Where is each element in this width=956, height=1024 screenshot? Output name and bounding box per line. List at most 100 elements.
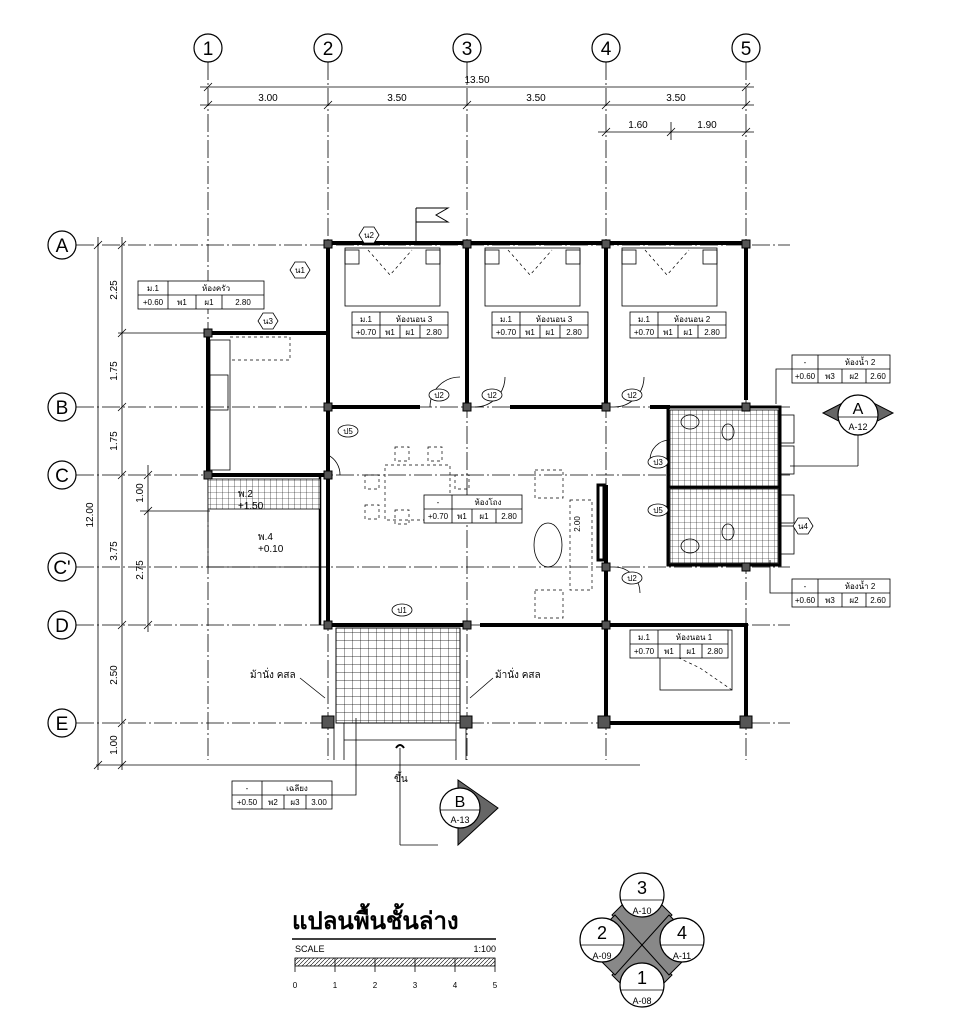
- room-ceiling: 2.80: [426, 328, 442, 337]
- room-finish-floor: พ1: [385, 328, 395, 337]
- room-finish-floor: พ1: [664, 647, 674, 656]
- grid-col-1: 1: [203, 39, 214, 60]
- grid-col-4: 4: [601, 39, 612, 60]
- room-tag-bedroom-2: ม.1 ห้องนอน 2 +0.70 พ1 ผ1 2.80: [629, 311, 727, 339]
- dim-row-5: 2.50: [109, 665, 120, 685]
- dim-row-2: 1.75: [109, 361, 120, 381]
- door-tag-p2-a: ป2: [434, 391, 444, 400]
- door-tag-p2-c: ป2: [627, 391, 637, 400]
- furniture: [209, 247, 795, 691]
- room-ceiling: 2.80: [501, 512, 517, 521]
- section-a-sheet: A-12: [848, 422, 867, 432]
- grid-bubbles-rows: A B C C' D E: [47, 230, 77, 738]
- section-marker-b: B A-13: [399, 770, 499, 847]
- dim-sub-2: 1.90: [697, 120, 717, 131]
- elev-key-4-number: 4: [677, 923, 687, 943]
- floor-note-p4-label: พ.4: [258, 532, 273, 543]
- door-tag-p3: ป3: [653, 458, 663, 467]
- room-finish-floor: พ1: [525, 328, 535, 337]
- elev-key-2-sheet: A-09: [592, 951, 611, 961]
- dim-span-2: 3.50: [387, 93, 407, 104]
- room-tag-bedroom-b: ม.1 ห้องนอน 3 +0.70 พ1 ผ1 2.80: [491, 311, 589, 339]
- room-name: ห้องนอน 2: [674, 315, 711, 324]
- grid-col-5: 5: [741, 39, 752, 60]
- room-finish-wall: ผ2: [849, 372, 859, 381]
- bench-left-label: ม้านั่ง คสล: [250, 667, 296, 681]
- scale-tick-3: 3: [413, 981, 418, 990]
- dim-row-1: 2.25: [109, 280, 120, 300]
- room-level: ม.1: [638, 633, 650, 642]
- dim-row-3: 1.75: [109, 431, 120, 451]
- scale-tick-1: 1: [333, 981, 338, 990]
- room-finish-wall: ผ3: [290, 798, 300, 807]
- grid-row-a: A: [56, 236, 69, 257]
- elev-key-4-sheet: A-11: [673, 951, 691, 961]
- room-tag-veranda: - เฉลียง +0.50 พ2 ผ3 3.00: [231, 780, 333, 810]
- title-text: แปลนพื้นชั้นล่าง: [292, 902, 459, 935]
- room-tag-bathroom-lower: - ห้องน้ำ 2 +0.60 พ3 ผ2 2.60: [791, 578, 891, 608]
- door-tag-p1: ป1: [397, 606, 407, 615]
- scale-tick-2: 2: [373, 981, 378, 990]
- room-name: ห้องนอน 1: [676, 633, 713, 642]
- stairs-up-label: ขึ้น: [394, 771, 408, 785]
- room-tag-bedroom-a: ม.1 ห้องนอน 3 +0.70 พ1 ผ1 2.80: [351, 311, 449, 339]
- grid-bubbles-columns: 1 2 3 4 5: [193, 33, 761, 63]
- dim-total-depth: 12.00: [85, 502, 96, 527]
- scale-tick-5: 5: [493, 981, 498, 990]
- room-floor-level: +0.70: [634, 647, 655, 656]
- grid-row-b: B: [56, 398, 69, 419]
- dim-span-3: 3.50: [526, 93, 546, 104]
- grid-row-c: C: [55, 466, 69, 487]
- room-name: ห้องนอน 3: [396, 315, 433, 324]
- window-tag-n1: น1: [295, 266, 305, 275]
- room-floor-level: +0.70: [356, 328, 377, 337]
- dim-200-label: 2.00: [573, 516, 582, 532]
- room-level: -: [804, 582, 807, 591]
- room-level: -: [246, 784, 249, 793]
- section-a-letter: A: [853, 401, 864, 418]
- room-tag-kitchen: ม.1 ห้องครัว +0.60 พ1 ผ1 2.80: [137, 280, 265, 310]
- room-floor-level: +0.60: [795, 596, 816, 605]
- top-dimensions: 13.50 3.00 3.50 3.50 3.50 1.60 1.90: [200, 75, 754, 140]
- elev-key-3-sheet: A-10: [632, 906, 651, 916]
- elev-key-1-number: 1: [637, 968, 647, 988]
- room-ceiling: 2.60: [870, 372, 886, 381]
- section-b-sheet: A-13: [450, 815, 469, 825]
- door-tag-p5-a: ป5: [343, 427, 353, 436]
- room-finish-floor: พ1: [177, 298, 187, 307]
- dim-row-4: 3.75: [109, 541, 120, 561]
- room-ceiling: 3.00: [311, 798, 327, 807]
- room-floor-level: +0.70: [496, 328, 517, 337]
- window-tag-n2: น2: [364, 231, 374, 240]
- room-finish-floor: พ3: [825, 596, 835, 605]
- room-finish-floor: พ1: [663, 328, 673, 337]
- drawing-title: แปลนพื้นชั้นล่าง SCALE 1:100 0 1 2 3 4 5: [292, 902, 498, 990]
- room-finish-wall: ผ2: [849, 596, 859, 605]
- room-level: -: [804, 358, 807, 367]
- room-name: ห้องน้ำ 2: [845, 580, 876, 591]
- elevation-key: 3 A-10 2 A-09 4 A-11 1 A-08: [579, 872, 705, 1008]
- room-ceiling: 2.60: [870, 596, 886, 605]
- room-ceiling: 2.80: [704, 328, 720, 337]
- scale-tick-0: 0: [293, 981, 298, 990]
- veranda-tile: [207, 409, 779, 770]
- room-finish-wall: ผ1: [683, 328, 693, 337]
- window-tag-n3: น3: [263, 317, 273, 326]
- room-level: ม.1: [500, 315, 512, 324]
- floor-note-p4-level: +0.10: [258, 544, 284, 555]
- room-tag-bathroom-upper: - ห้องน้ำ 2 +0.60 พ3 ผ2 2.60: [791, 354, 891, 384]
- room-level: ม.1: [360, 315, 372, 324]
- room-tag-bedroom-1: ม.1 ห้องนอน 1 +0.70 พ1 ผ1 2.80: [629, 629, 729, 659]
- section-b-letter: B: [455, 794, 466, 811]
- room-floor-level: +0.70: [634, 328, 655, 337]
- room-finish-wall: ผ1: [405, 328, 415, 337]
- room-tag-living: - ห้องโถง +0.70 พ1 ผ1 2.80: [423, 494, 523, 524]
- section-marker-a: A A-12: [790, 394, 895, 467]
- dim-sub-1: 1.60: [628, 120, 648, 131]
- grid-col-3: 3: [462, 39, 473, 60]
- room-name: ห้องครัว: [202, 284, 230, 293]
- room-floor-level: +0.60: [795, 372, 816, 381]
- room-floor-level: +0.50: [237, 798, 258, 807]
- structural-columns: [203, 239, 753, 729]
